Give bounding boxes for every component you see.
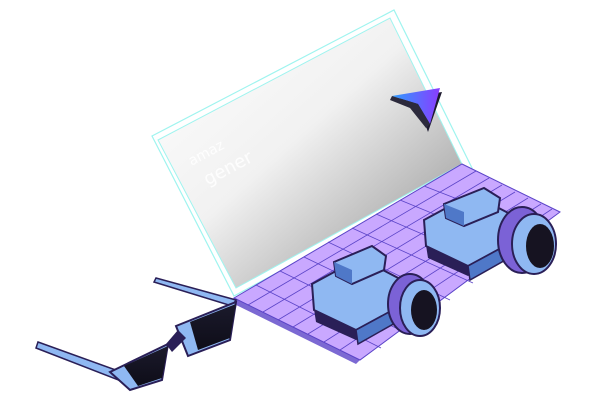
- screen-outline: [151, 9, 473, 297]
- binoculars-right: [422, 186, 557, 282]
- sunglasses-arm-upper: [152, 277, 238, 307]
- laptop-screen: amaz gener: [151, 9, 473, 297]
- cursor-icon: [390, 88, 442, 132]
- sunglasses-bridge: [166, 330, 186, 352]
- binoculars-left: [310, 244, 441, 346]
- sunglasses: [35, 277, 238, 392]
